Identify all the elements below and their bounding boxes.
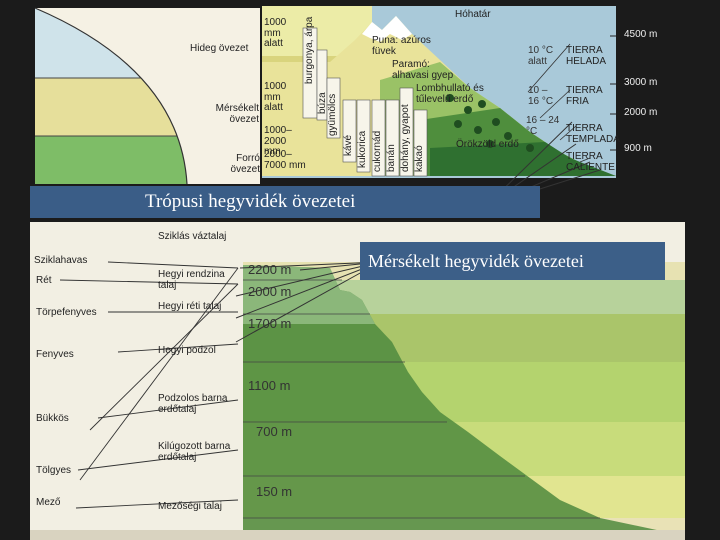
temperate-title-band: Mérsékelt hegyvidék övezetei <box>360 242 665 280</box>
snowline-label: Hóhatár <box>455 10 491 21</box>
altitude-label-1700: 1700 m <box>248 316 291 331</box>
soil-label-podzolic-brown: Podzolos barna erdőtalaj <box>158 394 238 415</box>
crop-label-1: burgonya, árpa <box>305 17 316 84</box>
zone-label-cold: Hideg övezet <box>190 44 248 55</box>
altitude-label-2200: 2200 m <box>248 262 291 277</box>
veg-label-field: Mező <box>36 498 60 509</box>
deciduous-forest-label: Lombhullató és tűlevelű erdő <box>416 84 498 105</box>
elevation-label-900: 900 m <box>624 144 652 155</box>
veg-label-beech: Bükkös <box>36 414 69 425</box>
soil-label-meadow: Hegyi réti talaj <box>158 302 238 313</box>
tropical-title-band: Trópusi hegyvidék övezetei <box>30 186 540 218</box>
elevation-label-4500: 4500 m <box>624 30 657 41</box>
soil-label-leached-brown: Kilúgozott barna erdőtalaj <box>158 442 238 463</box>
tierra-templada-label: TIERRA TEMPLADA <box>566 124 616 145</box>
precip-label-2: 1000 mm alatt <box>264 82 302 114</box>
temp-label-3: 16 – 24 °C <box>526 116 560 137</box>
soil-label-rendzina: Hegyi rendzina talaj <box>158 270 238 291</box>
elevation-label-3000: 3000 m <box>624 78 657 89</box>
paramo-label: Paramó: alhavasi gyep <box>392 60 464 81</box>
veg-label-rock-snow: Sziklahavas <box>34 256 87 267</box>
tierra-caliente-label: TIERRA CALIENTE <box>566 152 616 173</box>
veg-label-meadow: Rét <box>36 276 52 287</box>
soil-label-chernozem: Mezőségi talaj <box>158 502 238 513</box>
precip-label-1: 1000 mm alatt <box>264 18 302 50</box>
elevation-label-2000: 2000 m <box>624 108 657 119</box>
crop-label-7: banán <box>387 144 398 172</box>
altitude-label-150: 150 m <box>256 484 292 499</box>
crop-label-6: cukornád <box>373 131 384 172</box>
soil-label-podzol: Hegyi podzol <box>158 346 238 357</box>
evergreen-forest-label: Örökzöld erdő <box>456 140 519 151</box>
tierra-helada-label: TIERRA HELADA <box>566 46 616 67</box>
temp-label-2: 10 – 16 °C <box>528 86 558 107</box>
altitude-label-700: 700 m <box>256 424 292 439</box>
tierra-fria-label: TIERRA FRIA <box>566 86 616 107</box>
zone-label-hot: Forró övezet <box>218 154 260 175</box>
puna-label: Puna: azúros füvek <box>372 36 434 57</box>
temp-label-1: 10 °C alatt <box>528 46 558 67</box>
altitude-label-1100: 1100 m <box>248 378 290 393</box>
crop-label-4: kávé <box>344 135 355 156</box>
crop-label-9: kakaó <box>415 145 426 172</box>
zone-label-temperate: Mérsékelt övezet <box>205 104 259 125</box>
precip-label-4: 2000–7000 mm <box>264 150 314 171</box>
soil-label-rocky: Sziklás váztalaj <box>158 232 238 243</box>
crop-label-5: kukorica <box>358 131 369 168</box>
veg-label-dwarf-pine: Törpefenyves <box>36 308 97 319</box>
crop-label-8: dohány, gyapot <box>401 104 412 172</box>
crop-label-3: gyümölcs <box>328 94 339 136</box>
veg-label-pine: Fenyves <box>36 350 74 361</box>
veg-label-oak: Tölgyes <box>36 466 71 477</box>
altitude-label-2000: 2000 m <box>248 284 291 299</box>
